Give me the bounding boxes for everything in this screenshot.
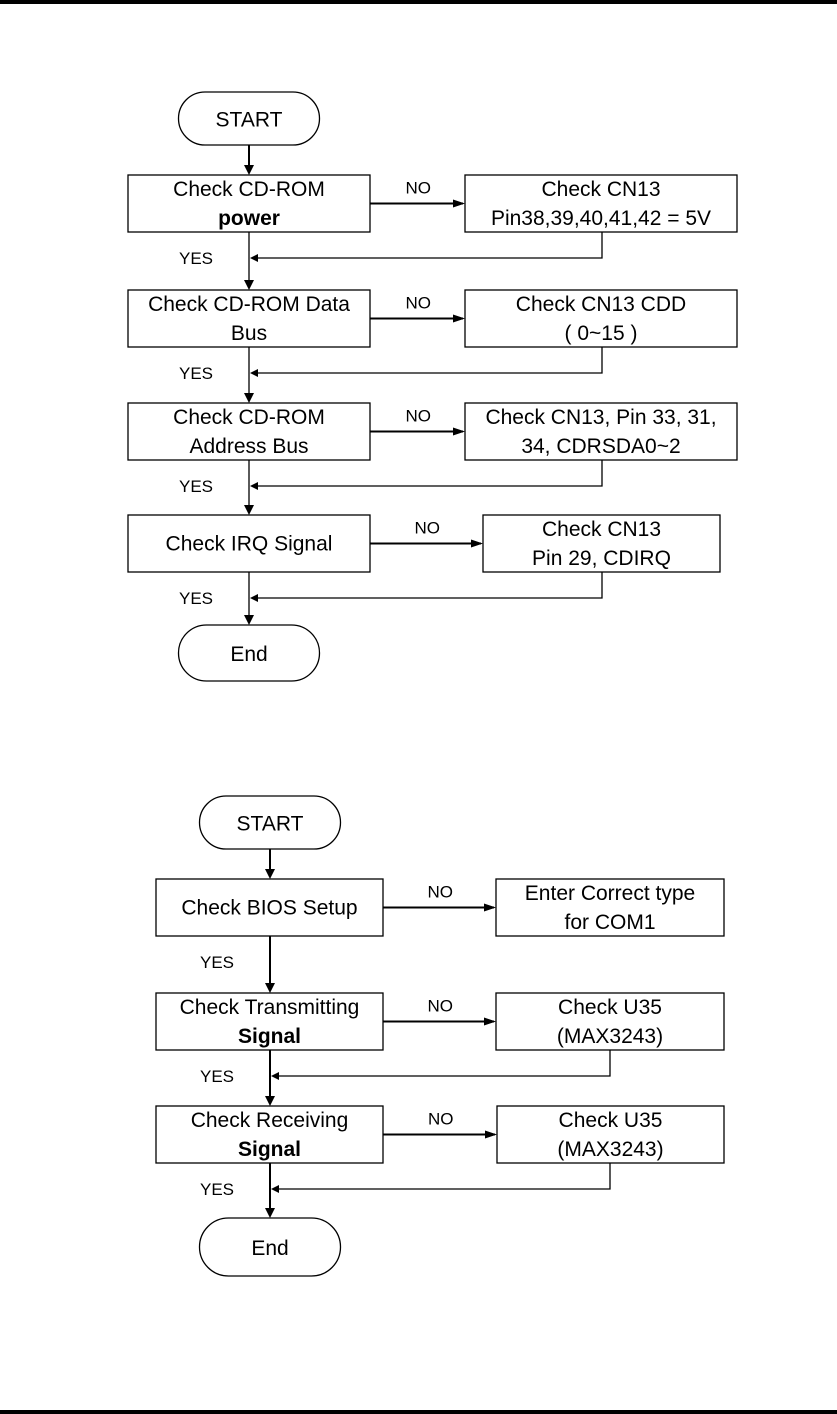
action-label: (MAX3243)	[557, 1138, 663, 1161]
arrow-right-icon	[484, 1017, 496, 1026]
end-terminal-shape	[177, 624, 321, 682]
check-box	[127, 174, 371, 233]
return-connector	[253, 572, 603, 599]
no-label: NO	[406, 179, 432, 198]
action-label: Pin38,39,40,41,42 = 5V	[491, 207, 711, 230]
no-label: NO	[406, 294, 432, 313]
arrow-down-icon	[265, 869, 275, 879]
check-label: Check BIOS Setup	[181, 897, 357, 920]
arrow-right-icon	[485, 1130, 497, 1139]
end-terminal-label: End	[230, 643, 267, 666]
action-label: (MAX3243)	[557, 1025, 663, 1048]
arrow-left-icon	[250, 594, 258, 602]
end-terminal: End	[177, 624, 321, 682]
step-1: Check CD-ROM power Check CN13Pin38,39,40,4…	[127, 174, 738, 290]
return-connector	[274, 1163, 611, 1190]
no-label: NO	[428, 997, 454, 1016]
check-label: Address Bus	[189, 435, 308, 458]
arrow-down-icon	[265, 1208, 275, 1218]
arrow-right-icon	[453, 314, 465, 323]
check-label: Check CD-ROM	[173, 406, 325, 429]
check-label: Check Transmitting	[180, 996, 360, 1019]
check-box	[155, 1105, 384, 1164]
return-connector	[253, 347, 603, 374]
check-label: Bus	[231, 322, 267, 345]
action-label: Pin 29, CDIRQ	[532, 547, 671, 570]
check-label: Check CD-ROM	[173, 178, 325, 201]
check-label: Check IRQ Signal	[166, 533, 333, 556]
no-label: NO	[428, 1110, 454, 1129]
check-label: Check Receiving	[191, 1109, 349, 1132]
action-box	[464, 174, 738, 233]
action-label: ( 0~15 )	[565, 322, 638, 345]
check-label: Check CD-ROM Data	[148, 293, 350, 316]
arrow-left-icon	[250, 369, 258, 377]
check-box	[127, 289, 371, 348]
action-label: Check U35	[559, 1109, 663, 1132]
arrow-down-icon	[244, 615, 254, 625]
step-3: Check CD-ROM Address Bus Check CN13, Pin 3…	[127, 402, 738, 515]
action-box	[482, 514, 721, 573]
arrow-down-icon	[265, 1096, 275, 1106]
action-label: Check U35	[558, 996, 662, 1019]
footer-rule	[0, 1410, 837, 1414]
return-connector	[253, 232, 603, 259]
start-terminal: START	[198, 795, 342, 850]
yes-label: YES	[200, 1067, 234, 1086]
return-connector	[274, 1050, 611, 1077]
action-label: for COM1	[564, 911, 655, 934]
header-rule	[0, 0, 837, 4]
start-terminal-label: START	[237, 813, 304, 836]
step-1: Check BIOS Setup Enter Correct type for CO…	[155, 878, 725, 993]
end-terminal-shape	[198, 1217, 342, 1277]
check-label: Signal	[238, 1025, 301, 1048]
arrow-left-icon	[250, 254, 258, 262]
yes-label: YES	[179, 477, 213, 496]
flowchart-com1: START Check BIOS Setup Enter Correct type f…	[155, 795, 725, 1277]
end-terminal-label: End	[251, 1237, 288, 1260]
yes-label: YES	[179, 589, 213, 608]
arrow-down-icon	[244, 165, 254, 175]
start-terminal: START	[177, 91, 321, 146]
check-box	[155, 992, 384, 1051]
arrow-down-icon	[244, 280, 254, 290]
arrow-right-icon	[484, 903, 496, 912]
arrow-left-icon	[271, 1072, 279, 1080]
start-terminal-label: START	[216, 109, 283, 132]
yes-label: YES	[200, 953, 234, 972]
arrow-left-icon	[271, 1185, 279, 1193]
no-label: NO	[415, 519, 441, 538]
return-connector	[253, 460, 603, 487]
no-label: NO	[428, 883, 454, 902]
arrow-down-icon	[244, 393, 254, 403]
check-box	[155, 878, 384, 937]
check-label: power	[218, 207, 280, 230]
yes-label: YES	[200, 1180, 234, 1199]
arrow-right-icon	[453, 427, 465, 436]
arrow-left-icon	[250, 482, 258, 490]
action-box	[495, 878, 725, 937]
yes-label: YES	[179, 249, 213, 268]
yes-label: YES	[179, 364, 213, 383]
arrow-right-icon	[453, 199, 465, 208]
arrow-down-icon	[265, 983, 275, 993]
check-label: Signal	[238, 1138, 301, 1161]
no-label: NO	[406, 407, 432, 426]
action-label: 34, CDRSDA0~2	[521, 435, 680, 458]
action-label: Enter Correct type	[525, 882, 695, 905]
action-label: Check CN13 CDD	[516, 293, 686, 316]
action-label: Check CN13, Pin 33, 31,	[485, 406, 716, 429]
end-terminal: End	[198, 1217, 342, 1277]
action-label: Check CN13	[541, 178, 660, 201]
arrow-right-icon	[471, 539, 483, 548]
action-label: Check CN13	[542, 518, 661, 541]
arrow-down-icon	[244, 505, 254, 515]
